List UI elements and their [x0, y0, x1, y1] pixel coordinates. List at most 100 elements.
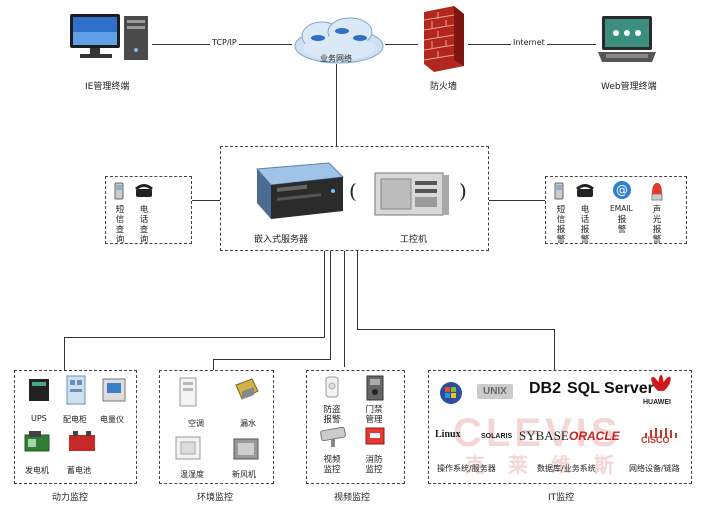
- sms-alarm-label: 短信报警: [556, 205, 566, 245]
- tcpip-label: TCP/IP: [210, 38, 239, 47]
- camera-icon: [317, 425, 351, 449]
- power-monitor-title: 动力监控: [52, 493, 89, 503]
- link-network-center: [336, 64, 337, 146]
- siren-icon: [649, 180, 665, 202]
- svg-text:@: @: [616, 183, 628, 197]
- right-alarm-box: @ 短信报警 电话报警 EMAIL 报警 声光报警: [545, 176, 687, 245]
- network-label: 业务网络: [320, 54, 352, 63]
- access-label-2: 管理: [365, 415, 383, 425]
- fire-label-1: 消防: [365, 455, 383, 465]
- right-paren: ): [459, 179, 467, 203]
- watermark-latin: CLEVIS: [453, 411, 622, 455]
- fire-alarm-icon: [363, 425, 387, 447]
- huawei-logo-icon: [649, 375, 673, 395]
- oracle-logo: ORACLE: [569, 429, 620, 443]
- sound-light-alarm-label: 声光报警: [652, 205, 662, 245]
- mobile-phone-alarm-icon: [552, 182, 566, 200]
- email-icon: @: [612, 180, 632, 200]
- video-label-2: 监控: [323, 465, 341, 475]
- huawei-logo: HUAWEI: [643, 399, 671, 406]
- it-monitor-title: IT监控: [548, 493, 575, 503]
- leak-label: 漏水: [240, 419, 256, 428]
- link-center-left-alarm: [192, 200, 220, 201]
- embedded-server-icon: [247, 161, 347, 223]
- firewall-label: 防火墙: [430, 82, 458, 92]
- ie-terminal-computer: [68, 12, 152, 62]
- temp-label: 温湿度: [180, 470, 204, 479]
- generator-label: 发电机: [25, 466, 49, 475]
- internet-label: Internet: [511, 38, 547, 47]
- air-conditioner-icon: [178, 377, 198, 407]
- fresh-air-label: 新风机: [232, 470, 256, 479]
- link-bus-2: [330, 251, 331, 359]
- ipc-icon: [371, 169, 451, 219]
- link-bus-1: [324, 251, 325, 337]
- link-it-h: [357, 329, 554, 330]
- phone-alarm-label: 电话报警: [580, 205, 590, 245]
- windows-logo-icon: [439, 381, 463, 405]
- cisco-bars-icon: [643, 423, 677, 438]
- sms-query-label: 短信查询: [115, 205, 125, 245]
- water-leak-sensor-icon: [232, 377, 260, 405]
- burglar-label-1: 防盗: [323, 405, 341, 415]
- linux-logo: Linux: [435, 429, 461, 440]
- link-bus-3: [344, 251, 345, 367]
- power-monitor-box: UPS 配电柜 电量仪 发电机 蓄电池: [14, 370, 137, 484]
- firewall-icon: [418, 6, 468, 72]
- link-env-h: [213, 359, 331, 360]
- watermark-cn: 克 莱 维 斯: [465, 453, 622, 477]
- mobile-phone-icon: [112, 182, 126, 200]
- distribution-cabinet-icon: [65, 375, 87, 405]
- link-power-v: [64, 337, 65, 370]
- telephone-icon: [134, 182, 154, 198]
- link-center-right-alarm: [489, 200, 545, 201]
- center-server-box: 嵌入式服务器 ( ) 工控机: [220, 146, 489, 251]
- access-label-1: 门禁: [365, 405, 383, 415]
- ie-terminal-label: IE管理终端: [85, 82, 130, 92]
- meter-label: 电量仪: [100, 415, 124, 424]
- link-bus-4: [357, 251, 358, 329]
- video-monitor-title: 视频监控: [334, 493, 371, 503]
- temp-humidity-sensor-icon: [174, 435, 202, 461]
- video-monitor-box: 防盗 报警 门禁 管理 视频 监控 消防 监控: [306, 370, 405, 484]
- cisco-logo: CISCO: [641, 435, 670, 445]
- generator-icon: [23, 429, 51, 455]
- video-label-1: 视频: [323, 455, 341, 465]
- link-network-firewall: [385, 44, 418, 45]
- ups-icon: [27, 377, 51, 403]
- network-cloud-icon: [292, 14, 386, 66]
- battery-label: 蓄电池: [67, 466, 91, 475]
- web-terminal-label: Web管理终端: [601, 82, 657, 92]
- web-terminal-laptop: [596, 14, 658, 64]
- left-query-box: 短信查询 电话查询: [105, 176, 192, 245]
- link-it-v: [554, 329, 555, 370]
- burglar-label-2: 报警: [323, 415, 341, 425]
- telephone-alarm-icon: [575, 182, 595, 198]
- ac-label: 空调: [188, 419, 204, 428]
- it-monitor-box: CLEVIS 克 莱 维 斯 UNIX DB2 SQL Server HUAWE…: [428, 370, 692, 484]
- burglar-sensor-icon: [323, 375, 341, 399]
- os-servers-label: 操作系统/服务器: [437, 464, 496, 473]
- solaris-logo: SOLARIS: [481, 433, 513, 440]
- email-label: EMAIL: [610, 204, 633, 213]
- fire-label-2: 监控: [365, 465, 383, 475]
- power-meter-icon: [101, 377, 127, 403]
- env-monitor-box: 空调 漏水 温湿度 新风机: [159, 370, 274, 484]
- email-alarm-label: 报警: [617, 215, 627, 235]
- phone-query-label: 电话查询: [139, 205, 149, 245]
- ups-label: UPS: [31, 414, 47, 423]
- pdu-label: 配电柜: [63, 415, 87, 424]
- fresh-air-unit-icon: [232, 435, 260, 461]
- left-paren: (: [349, 179, 357, 203]
- battery-icon: [67, 429, 97, 455]
- db-services-label: 数据库/业务系统: [537, 464, 596, 473]
- net-devices-label: 网络设备/链路: [629, 464, 680, 473]
- access-control-icon: [365, 375, 385, 401]
- sqlserver-logo: SQL Server: [567, 380, 654, 397]
- sybase-logo: SYBASE: [519, 428, 569, 443]
- env-monitor-title: 环境监控: [197, 493, 234, 503]
- unix-logo: UNIX: [477, 384, 513, 399]
- ipc-label: 工控机: [400, 235, 428, 245]
- link-env-v: [213, 359, 214, 370]
- embedded-server-label: 嵌入式服务器: [254, 235, 309, 245]
